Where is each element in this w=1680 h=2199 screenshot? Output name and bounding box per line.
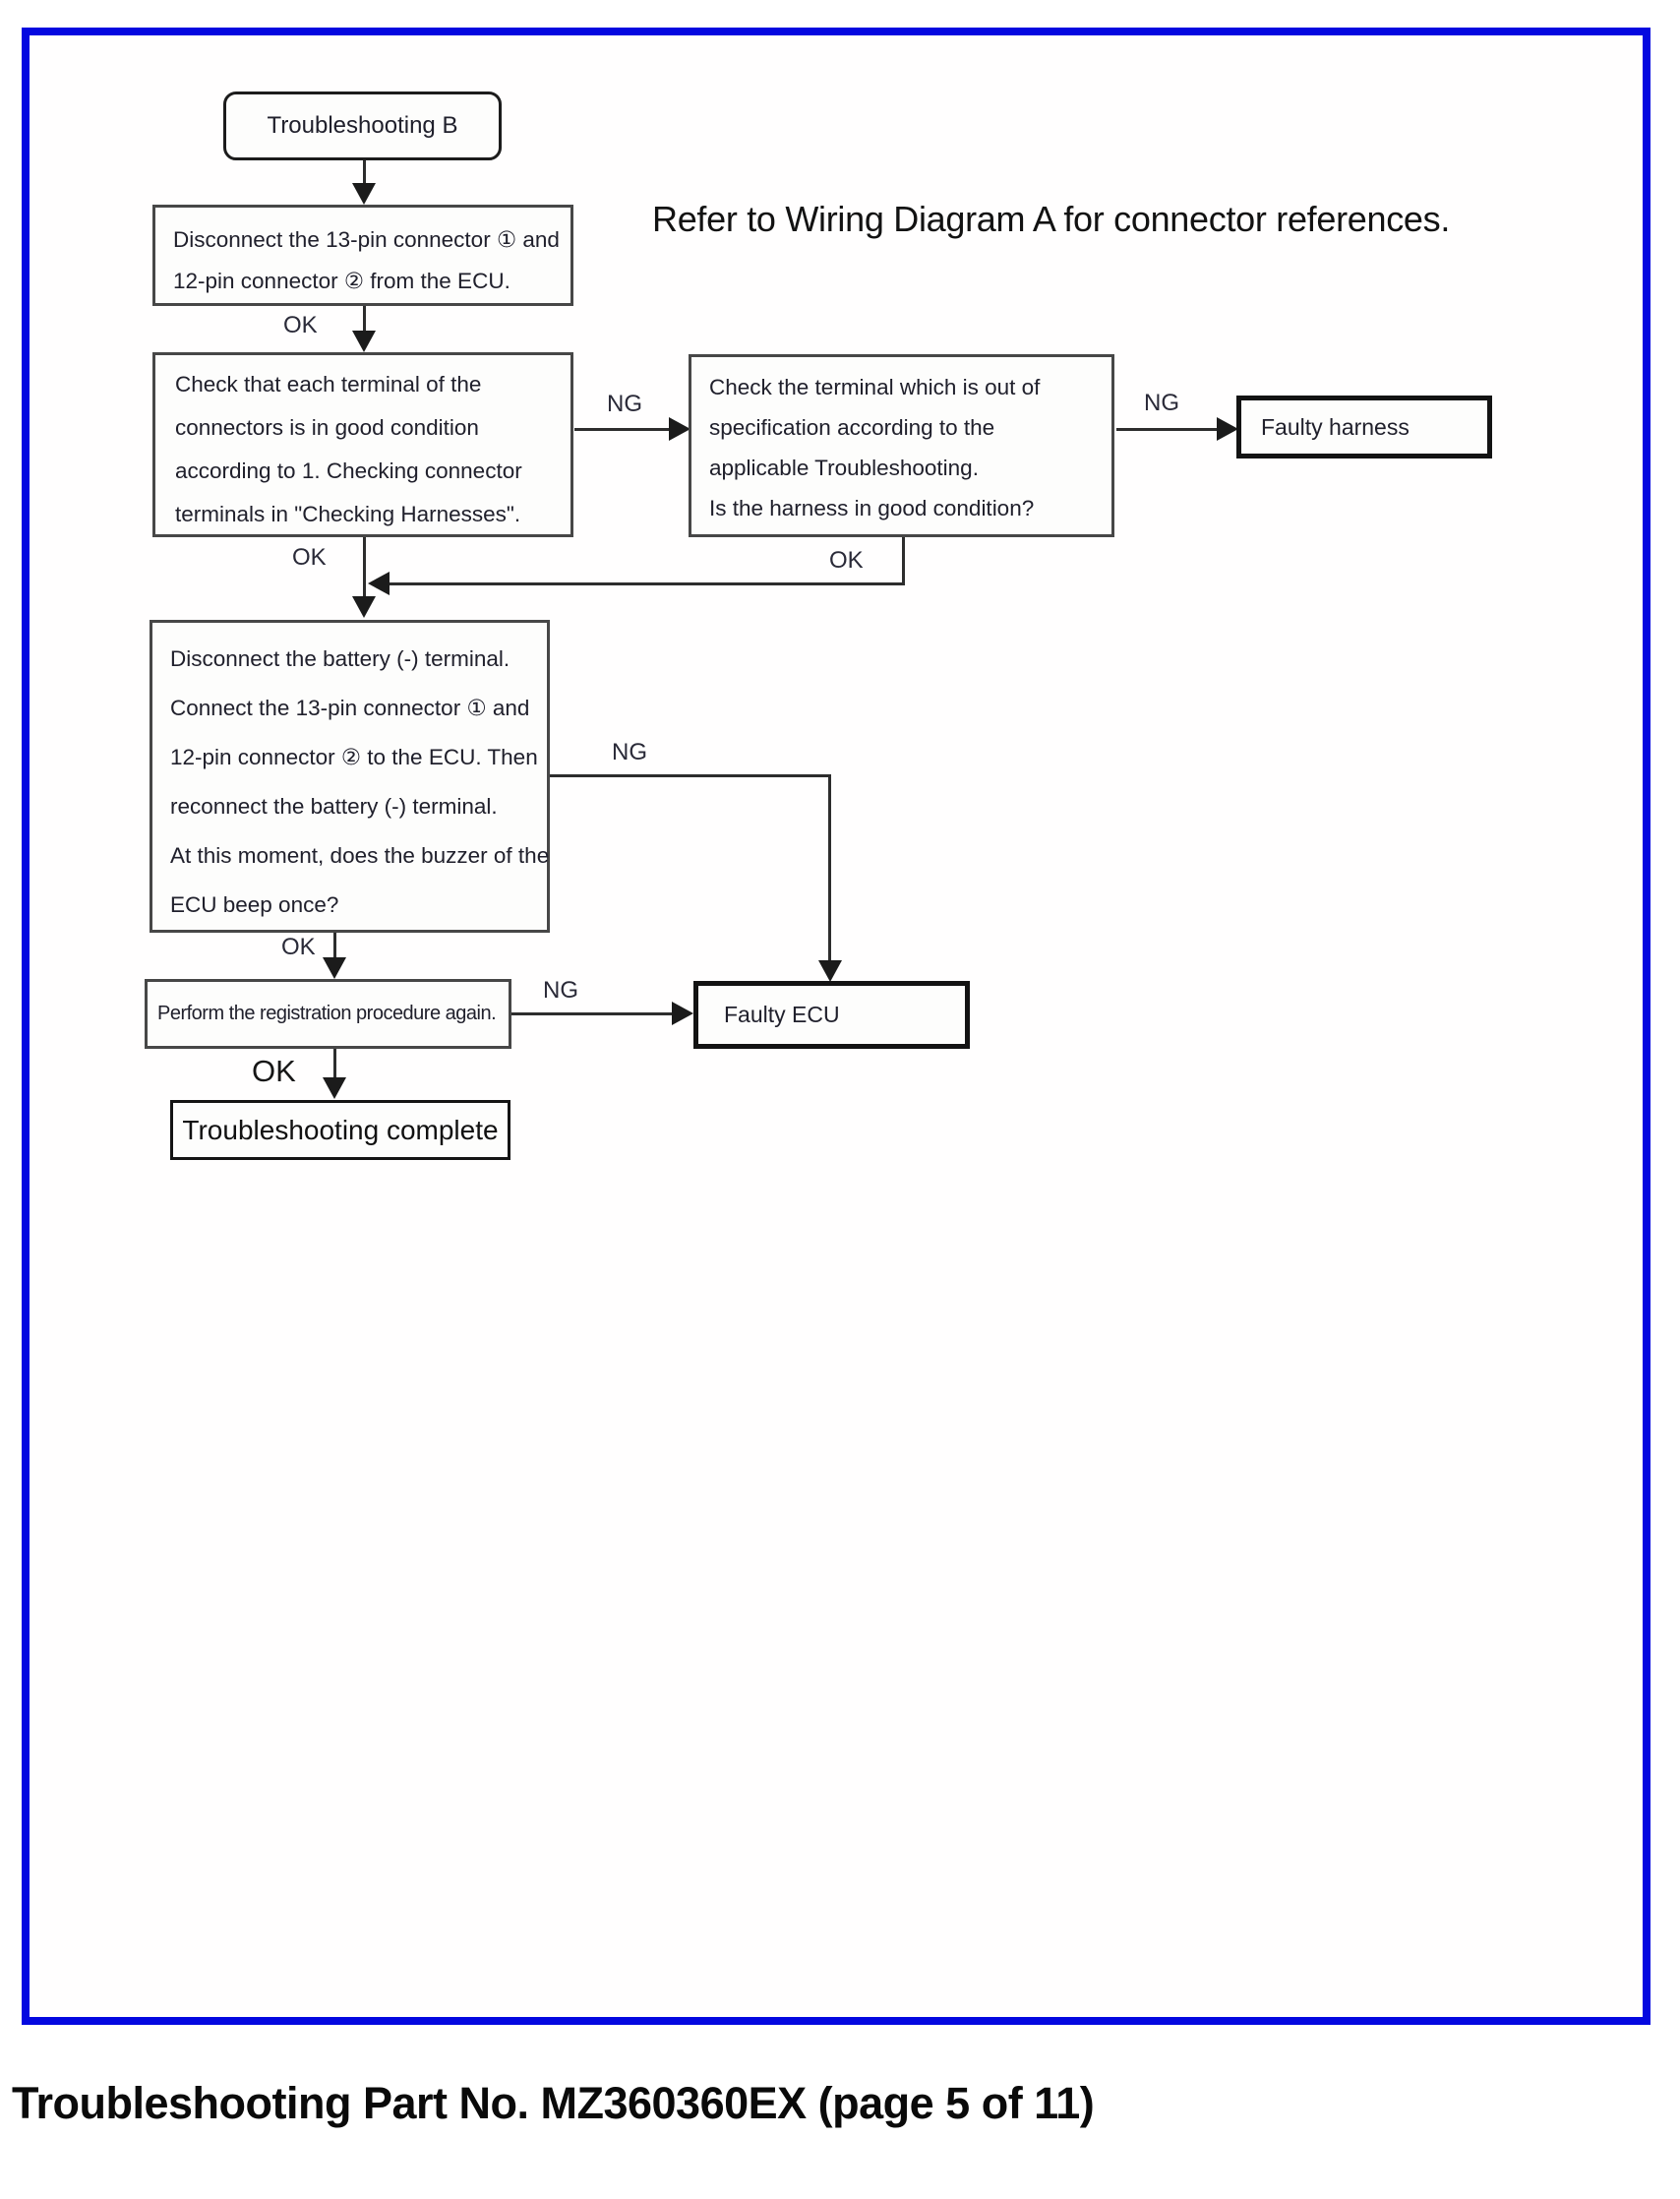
text-line: Disconnect the battery (-) terminal.	[170, 646, 510, 671]
edge-registration-ok-line	[333, 1049, 336, 1080]
edge-label-ok: OK	[283, 312, 318, 338]
edge-disconnect-ok-line	[363, 306, 366, 334]
text-line: connectors is in good condition	[175, 415, 479, 440]
flow-node-perform-registration: Perform the registration procedure again…	[145, 979, 511, 1049]
flow-node-faulty-harness: Faulty harness	[1236, 396, 1492, 458]
text-line: 12-pin connector ② from the ECU.	[173, 269, 510, 293]
flow-node-disconnect-connectors: Disconnect the 13-pin connector ① and 12…	[152, 205, 573, 306]
text-line: Connect the 13-pin connector ① and	[170, 696, 530, 720]
flow-node-check-out-of-spec: Check the terminal which is out of speci…	[689, 354, 1114, 537]
flow-start-label: Troubleshooting B	[267, 112, 458, 139]
flow-node-faulty-ecu: Faulty ECU	[693, 981, 970, 1049]
edge-spec-ok-hline	[374, 582, 905, 585]
text-line: Check that each terminal of the	[175, 372, 482, 397]
flow-node-battery-reconnect: Disconnect the battery (-) terminal. Con…	[150, 620, 550, 933]
edge-spec-ok-arrowhead	[368, 572, 390, 595]
reference-note: Refer to Wiring Diagram A for connector …	[652, 199, 1451, 239]
text-line: At this moment, does the buzzer of the	[170, 843, 550, 868]
edge-battery-ok-line	[333, 933, 336, 960]
edge-terminals-ok-arrowhead	[352, 596, 376, 618]
text-line: 12-pin connector ② to the ECU. Then	[170, 745, 538, 769]
edge-terminals-ng-arrowhead	[669, 417, 690, 441]
edge-registration-ng-arrowhead	[672, 1002, 693, 1025]
flow-node-check-terminals: Check that each terminal of the connecto…	[152, 352, 573, 537]
text-line: specification according to the	[709, 415, 995, 440]
edge-battery-ng-arrowhead	[818, 960, 842, 982]
text-line: Troubleshooting complete	[182, 1114, 499, 1145]
edge-registration-ng-line	[511, 1012, 675, 1015]
text-line: Is the harness in good condition?	[709, 496, 1035, 520]
footer-caption: Troubleshooting Part No. MZ360360EX (pag…	[12, 2078, 1095, 2128]
edge-spec-ok-vline	[902, 537, 905, 584]
edge-battery-ng-vline	[828, 774, 831, 963]
flow-start-node: Troubleshooting B	[223, 92, 502, 160]
edge-start-arrowhead	[352, 183, 376, 205]
text-line: Perform the registration procedure again…	[157, 1003, 497, 1024]
edge-battery-ok-arrowhead	[323, 957, 346, 979]
text-line: reconnect the battery (-) terminal.	[170, 794, 498, 819]
edge-label-ng: NG	[543, 977, 578, 1004]
edge-terminals-ng-line	[574, 428, 673, 431]
edge-label-ok: OK	[252, 1054, 296, 1088]
text-line: ECU beep once?	[170, 892, 339, 917]
edge-registration-ok-arrowhead	[323, 1077, 346, 1099]
edge-label-ng: NG	[612, 739, 647, 765]
edge-spec-ng-arrowhead	[1217, 417, 1238, 441]
text-line: terminals in "Checking Harnesses".	[175, 502, 521, 526]
edge-label-ng: NG	[607, 391, 642, 417]
edge-disconnect-ok-arrowhead	[352, 331, 376, 352]
text-line: according to 1. Checking connector	[175, 458, 522, 483]
text-line: Faulty harness	[1261, 413, 1410, 440]
edge-start-line	[363, 160, 366, 186]
text-line: Faulty ECU	[724, 1002, 840, 1027]
flow-node-complete: Troubleshooting complete	[170, 1100, 510, 1160]
edge-battery-ng-hline	[550, 774, 831, 777]
text-line: Check the terminal which is out of	[709, 375, 1041, 399]
edge-label-ok: OK	[292, 544, 327, 571]
edge-terminals-ok-line	[363, 537, 366, 598]
edge-label-ng: NG	[1144, 390, 1179, 416]
edge-label-ok: OK	[829, 547, 864, 574]
text-line: Disconnect the 13-pin connector ① and	[173, 227, 560, 252]
edge-label-ok: OK	[281, 934, 316, 960]
edge-spec-ng-line	[1116, 428, 1221, 431]
text-line: applicable Troubleshooting.	[709, 456, 979, 480]
